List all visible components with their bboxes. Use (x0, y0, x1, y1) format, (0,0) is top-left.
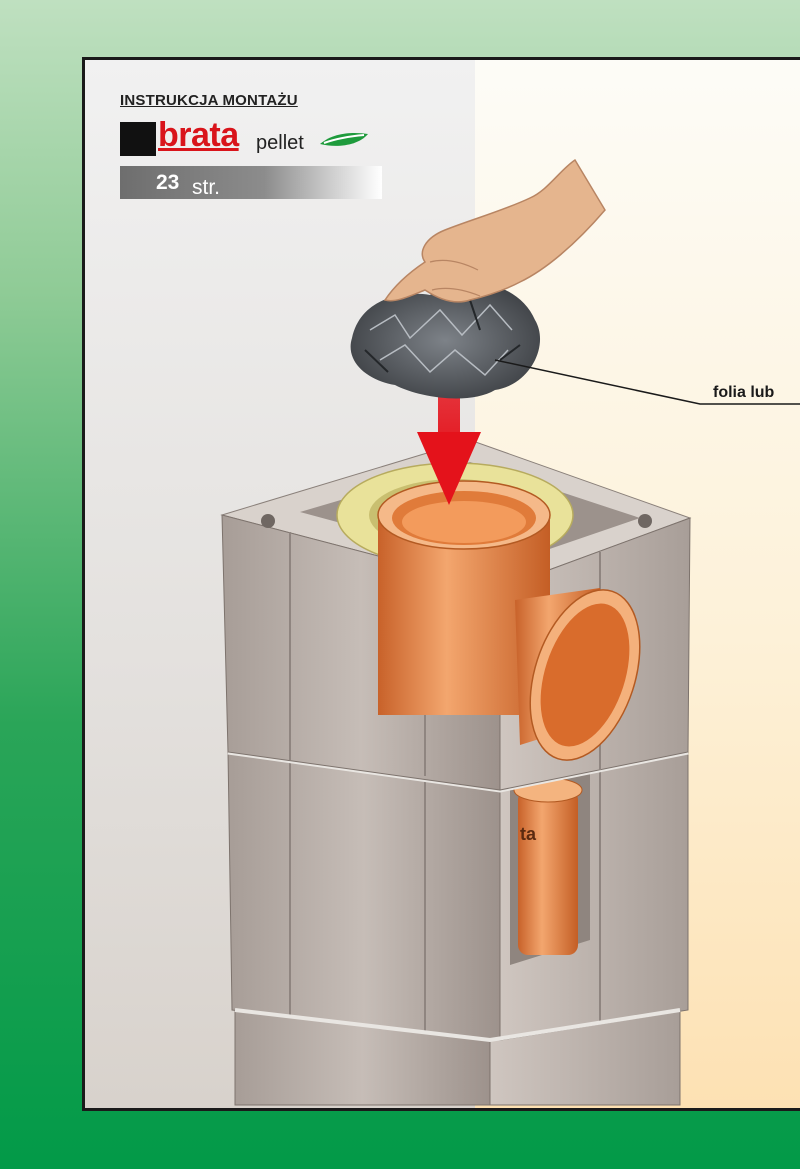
middle-chimney-block: ta (227, 751, 689, 1041)
page-number: 23 (156, 171, 180, 194)
pipe-brand-text: ta (520, 824, 537, 844)
brand-logo: brata pellet (120, 116, 380, 156)
logo-brand-secondary: pellet (256, 132, 304, 154)
logo-brand-primary: brata (158, 116, 239, 154)
flue-pipe-tee (377, 480, 641, 761)
page-prefix: str. (192, 176, 221, 199)
callout-label-foil: folia lub (713, 384, 775, 401)
instruction-title: INSTRUKCJA MONTAŻU (120, 92, 298, 109)
logo-black-block (120, 122, 156, 156)
crumpled-foil-icon (350, 282, 541, 399)
hand-icon (383, 158, 606, 303)
page-number-badge: str. 23 (120, 166, 382, 199)
callout-leader-line (494, 359, 800, 405)
leaf-icon (320, 133, 368, 146)
